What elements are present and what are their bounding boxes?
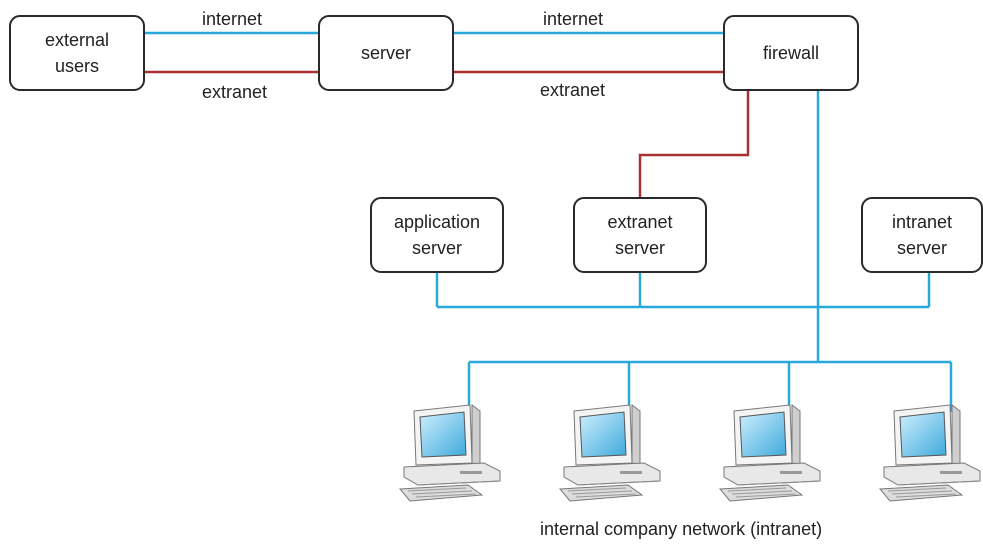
server-node: server: [318, 15, 454, 91]
extranet-label: extranet: [202, 82, 268, 102]
extranet-link-firewall-extranet-server: [638, 91, 750, 199]
intranet-server-node: intranet server: [861, 197, 983, 273]
firewall-node: firewall: [723, 15, 859, 91]
internet-label: internet: [543, 9, 604, 29]
extranet-server-node: extranet server: [573, 197, 707, 273]
intranet-caption: internal company network (intranet): [540, 519, 823, 539]
extranet-label: extranet: [540, 80, 606, 100]
computer-icon: [559, 404, 661, 502]
computer-icon: [399, 404, 501, 502]
computer-icon: [879, 404, 981, 502]
computer-icon: [719, 404, 821, 502]
external-users-node: external users: [9, 15, 145, 91]
application-server-node: application server: [370, 197, 504, 273]
internet-label: internet: [202, 9, 263, 29]
